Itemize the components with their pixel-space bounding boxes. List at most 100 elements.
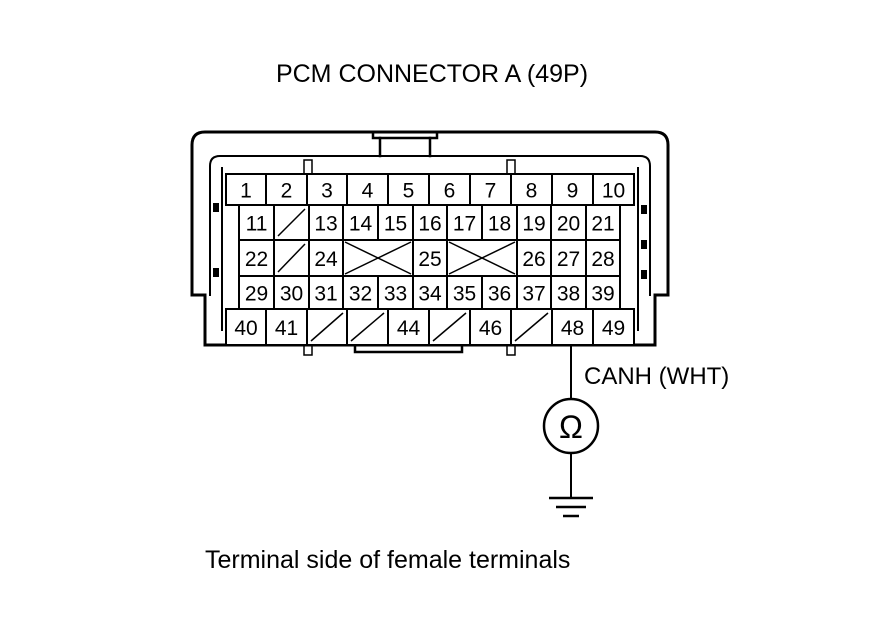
pin-number: 46: [479, 317, 502, 340]
pin-number: 27: [557, 248, 580, 271]
pin-16: 16: [412, 204, 448, 241]
pin-number: 28: [591, 248, 614, 271]
pin-number: 38: [557, 283, 580, 306]
unused-pin-cell: [273, 239, 310, 277]
pin-46: 46: [469, 308, 512, 346]
pin-number: 33: [384, 283, 407, 306]
pin-21: 21: [585, 204, 621, 241]
pin-20: 20: [550, 204, 587, 241]
pin-cell-outline: [585, 239, 621, 277]
pin-number: 49: [602, 317, 625, 340]
ohm-symbol: Ω: [559, 409, 583, 445]
pin-number: 6: [444, 180, 456, 203]
pin-number: 35: [453, 283, 476, 306]
unused-pin-cell: [273, 204, 310, 241]
pin-cell-outline: [265, 308, 308, 346]
pin-32: 32: [342, 275, 379, 310]
pin-number: 30: [280, 283, 303, 306]
blocked-pin-area: [342, 239, 414, 277]
pin-34: 34: [412, 275, 448, 310]
pin-number: 14: [349, 213, 373, 236]
housing-lock-marks: [213, 203, 647, 279]
pin-49: 49: [592, 308, 635, 346]
pin-number: 40: [234, 317, 257, 340]
pin-number: 41: [275, 317, 298, 340]
pin-cell-outline: [225, 173, 267, 206]
unused-slash-mark: [277, 208, 306, 237]
pin-number: 16: [418, 213, 441, 236]
pin-number: 31: [314, 283, 337, 306]
pin-number: 25: [418, 248, 441, 271]
pin-36: 36: [481, 275, 518, 310]
pin-cell-outline: [550, 204, 587, 241]
pin-26: 26: [516, 239, 552, 277]
pin-2: 2: [265, 173, 308, 206]
pin-number: 15: [384, 213, 407, 236]
unused-pin-cell: [346, 308, 389, 346]
pin-number: 26: [522, 248, 545, 271]
pin-22: 22: [238, 239, 275, 277]
unused-slash-mark: [514, 312, 549, 342]
pin-11: 11: [238, 204, 275, 241]
pin-cell-outline: [592, 308, 635, 346]
pin-cell-outline: [342, 204, 379, 241]
blocked-cross-mark: [344, 241, 412, 275]
pin-number: 29: [245, 283, 268, 306]
pin-cell-outline: [377, 275, 414, 310]
pin-cell-outline: [412, 275, 448, 310]
pin-35: 35: [446, 275, 483, 310]
ground-icon: [549, 496, 593, 518]
pin-4: 4: [346, 173, 389, 206]
unused-slash-mark: [350, 312, 385, 342]
pin-15: 15: [377, 204, 414, 241]
pin-cell-outline: [585, 204, 621, 241]
unused-pin-cell: [306, 308, 348, 346]
pin-number: 18: [488, 213, 511, 236]
pin-28: 28: [585, 239, 621, 277]
pin-14: 14: [342, 204, 379, 241]
pin-41: 41: [265, 308, 308, 346]
pin-number: 21: [591, 213, 614, 236]
blocked-pin-area: [446, 239, 518, 277]
pin-number: 17: [453, 213, 476, 236]
pin-cell-outline: [550, 275, 587, 310]
pin-number: 32: [349, 283, 372, 306]
pin-cell-outline: [481, 204, 518, 241]
pin-number: 20: [557, 213, 580, 236]
pin-number: 4: [362, 180, 374, 203]
pin-number: 11: [246, 213, 268, 236]
pin-13: 13: [308, 204, 344, 241]
caption: Terminal side of female terminals: [205, 546, 570, 574]
unused-slash-mark: [310, 312, 344, 342]
ohmmeter-icon: Ω: [542, 397, 600, 455]
unused-pin-cell: [510, 308, 553, 346]
pin-33: 33: [377, 275, 414, 310]
unused-slash-mark: [277, 243, 306, 273]
pin-number: 9: [567, 180, 579, 203]
pin-cell-outline: [446, 275, 483, 310]
connector-housing: [190, 130, 670, 356]
pin-cell-outline: [346, 173, 389, 206]
pin-cell-outline: [273, 275, 310, 310]
pin-40: 40: [225, 308, 267, 346]
pin-number: 10: [602, 180, 625, 203]
pin-1: 1: [225, 173, 267, 206]
pin-cell-outline: [387, 308, 430, 346]
pin-number: 13: [314, 213, 337, 236]
pin-30: 30: [273, 275, 310, 310]
pin-number: 34: [418, 283, 442, 306]
pin-number: 36: [488, 283, 511, 306]
pin-9: 9: [551, 173, 594, 206]
pin-18: 18: [481, 204, 518, 241]
pin-3: 3: [306, 173, 348, 206]
unused-pin-cell: [428, 308, 471, 346]
pin-number: 3: [321, 180, 333, 203]
pin-number: 7: [485, 180, 497, 203]
pin-number: 24: [314, 248, 338, 271]
pin-cell-outline: [377, 204, 414, 241]
pin-8: 8: [510, 173, 553, 206]
pin-cell-outline: [412, 204, 448, 241]
pin-number: 1: [240, 180, 252, 203]
pin-39: 39: [585, 275, 621, 310]
pin-5: 5: [387, 173, 430, 206]
